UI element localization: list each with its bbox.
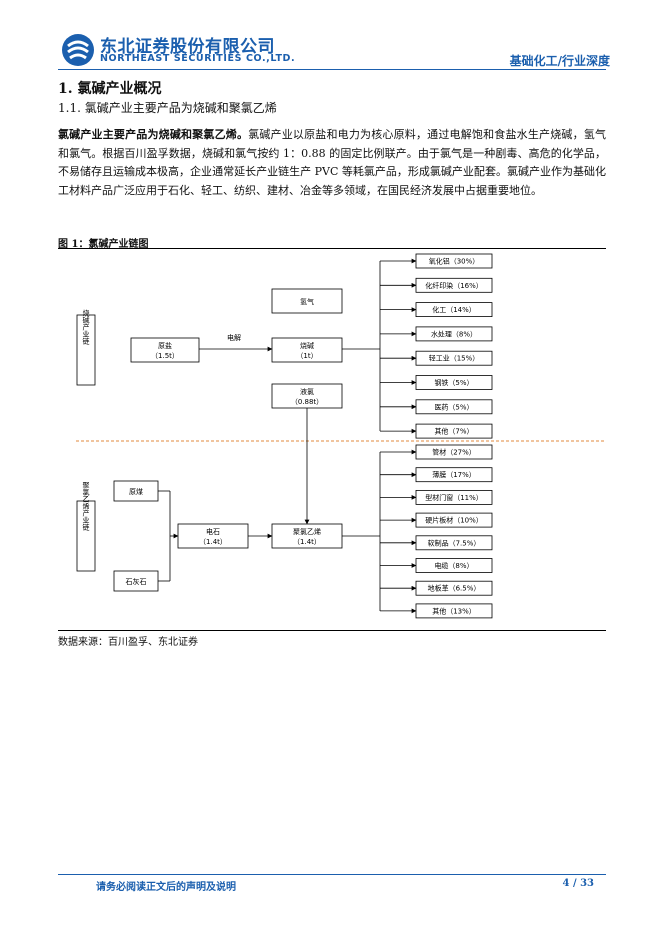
- report-type: 基础化工/行业深度: [509, 54, 610, 68]
- header-divider: [58, 69, 606, 70]
- pvc-use-box: [415, 580, 493, 596]
- body-paragraph: 氯碱产业主要产品为烧碱和聚氯乙烯。氯碱产业以原盐和电力为核心原料，通过电解饱和食…: [58, 126, 606, 200]
- raw-salt-label: 原盐: [158, 341, 172, 350]
- pvc-use-label: 地板革（6.5%）: [428, 584, 481, 593]
- raw-salt-qty: （1.5t）: [151, 352, 179, 360]
- liquid-chlorine-qty: （0.88t）: [291, 398, 323, 406]
- caustic-chain-label-box: [76, 314, 96, 386]
- footer-disclaimer: 请务必阅读正文后的声明及说明: [96, 882, 236, 893]
- raw-coal-label: 原煤: [129, 487, 143, 496]
- pvc-use-label: 管材（27%）: [432, 448, 476, 457]
- caustic-use-box: [415, 326, 493, 342]
- section-heading: 1. 氯碱产业概况: [58, 81, 162, 97]
- caustic-use-box: [415, 375, 493, 390]
- pvc-use-label: 薄膜（17%）: [432, 470, 476, 479]
- company-logo-icon: [62, 34, 94, 66]
- caustic-use-label: 钢铁（5%）: [434, 378, 473, 387]
- caustic-use-label: 化纤印染（16%）: [425, 281, 483, 290]
- figure-source: 数据来源：百川盈孚、东北证券: [58, 637, 198, 648]
- caustic-use-label: 氧化铝（30%）: [429, 257, 480, 266]
- caustic-use-label: 其他（7%）: [434, 427, 473, 436]
- figure-title: 图 1：氯碱产业链图: [58, 239, 149, 250]
- pvc-use-label: 型材门窗（11%）: [425, 493, 483, 502]
- caustic-uses-group: 氧化铝（30%） 化纤印染（16%） 化工（14%） 水处理（8%） 轻工业（15%） 钢…: [380, 253, 493, 439]
- caustic-use-box: [415, 277, 493, 293]
- calcium-carbide-qty: （1.4t）: [199, 538, 227, 546]
- figure-top-rule: [58, 248, 606, 249]
- caustic-use-box: [415, 399, 493, 415]
- figure-bottom-rule: [58, 630, 606, 631]
- pvc-use-box: [415, 603, 493, 619]
- electrolysis-label: 电解: [227, 333, 241, 342]
- caustic-soda-qty: （1t）: [296, 352, 317, 360]
- company-name-en: NORTHEAST SECURITIES CO.,LTD.: [100, 53, 296, 64]
- subsection-heading: 1.1. 氯碱产业主要产品为烧碱和聚氯乙烯: [58, 101, 277, 115]
- hydrogen-box: [271, 288, 343, 314]
- calcium-carbide-label: 电石: [206, 527, 220, 536]
- pvc-use-box: [415, 558, 493, 573]
- pvc-qty: （1.4t）: [293, 538, 321, 546]
- pvc-use-box: [415, 467, 493, 483]
- paragraph-body: 氯碱产业以原盐和电力为核心原料，通过电解饱和食盐水生产烧碱，氢气和氯气。根据百川…: [58, 128, 606, 197]
- raw-salt-box: [130, 337, 200, 363]
- pvc-use-box: [415, 535, 493, 551]
- caustic-use-box: [415, 253, 493, 269]
- caustic-chain-label: 烧碱产业链: [82, 309, 90, 346]
- pvc-box: [271, 523, 343, 549]
- caustic-use-label: 医药（5%）: [434, 402, 473, 411]
- caustic-use-box: [415, 423, 493, 439]
- liquid-chlorine-label: 液氯: [300, 387, 314, 396]
- pvc-use-label: 电缆（8%）: [434, 561, 473, 570]
- pvc-use-box: [415, 489, 493, 505]
- caustic-use-box: [415, 350, 493, 366]
- liquid-chlorine-box: [271, 383, 343, 409]
- caustic-use-box: [415, 302, 493, 318]
- company-name-cn: 东北证券股份有限公司: [100, 37, 275, 57]
- hydrogen-label: 氢气: [300, 297, 314, 306]
- caustic-use-label: 化工（14%）: [432, 305, 476, 314]
- pvc-chain-label: 聚氯乙烯产业链: [82, 482, 90, 532]
- limestone-label: 石灰石: [126, 577, 147, 586]
- pvc-use-label: 硬片板材（10%）: [425, 516, 483, 525]
- caustic-soda-label: 烧碱: [300, 341, 314, 350]
- pvc-label: 聚氯乙烯: [293, 527, 321, 536]
- page-number: 4 / 33: [562, 878, 595, 889]
- pvc-chain-label-box: [76, 500, 96, 572]
- caustic-use-label: 水处理（8%）: [431, 329, 477, 338]
- pvc-use-box: [415, 444, 493, 460]
- caustic-use-label: 轻工业（15%）: [429, 354, 480, 363]
- pvc-use-label: 其他（13%）: [432, 606, 476, 615]
- pvc-uses-group: 管材（27%） 薄膜（17%） 型材门窗（11%） 硬片板材（10%） 软制品（7.5%…: [380, 444, 493, 619]
- paragraph-lead: 氯碱产业主要产品为烧碱和聚氯乙烯。: [58, 128, 249, 141]
- footer-divider: [58, 874, 606, 875]
- caustic-soda-box: [271, 337, 343, 363]
- pvc-use-box: [415, 512, 493, 528]
- pvc-use-label: 软制品（7.5%）: [428, 538, 481, 547]
